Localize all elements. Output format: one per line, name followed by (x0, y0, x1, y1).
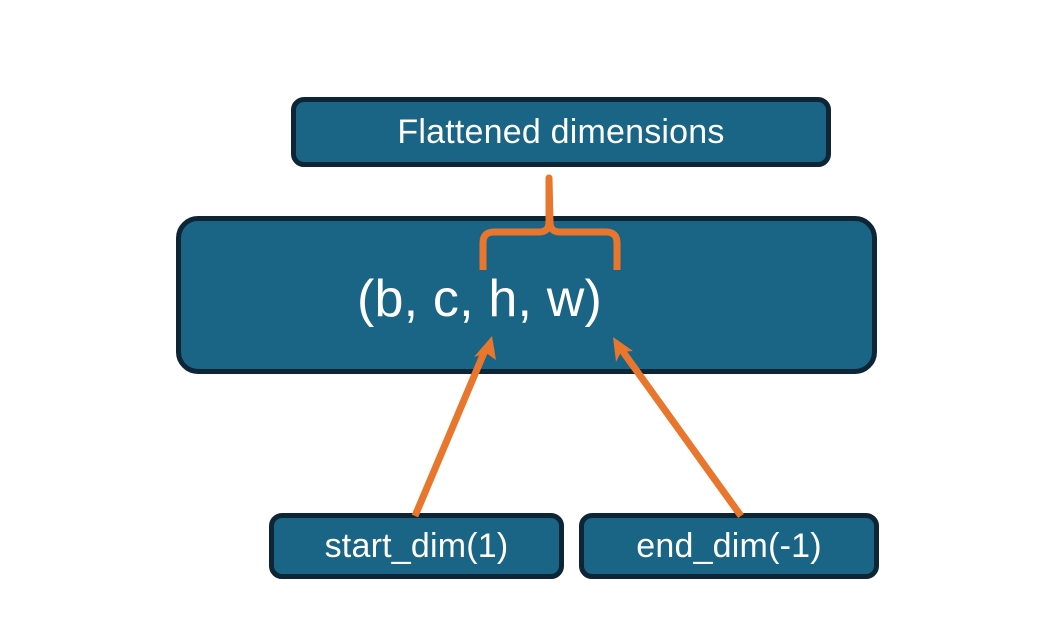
end-dim-node: end_dim(-1) (579, 513, 879, 579)
tensor-shape-label: (b, c, h, w) (356, 270, 603, 328)
flattened-dimensions-label: Flattened dimensions (397, 112, 725, 151)
start-dim-label: start_dim(1) (324, 526, 509, 565)
end-dim-label: end_dim(-1) (636, 526, 822, 565)
flattened-dimensions-node: Flattened dimensions (291, 97, 831, 167)
start-dim-node: start_dim(1) (269, 513, 564, 579)
tensor-shape-node: (b, c, h, w) (176, 216, 877, 374)
